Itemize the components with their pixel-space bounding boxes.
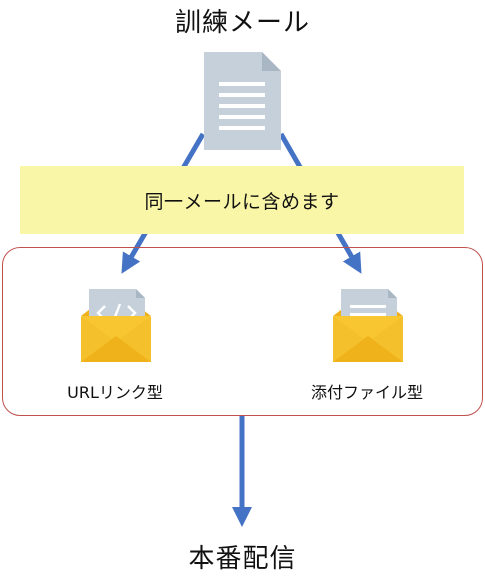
document-icon xyxy=(204,52,281,150)
bottom-title: 本番配信 xyxy=(188,544,297,574)
top-title: 訓練メール xyxy=(174,8,310,38)
attachment-type-label: 添付ファイル型 xyxy=(310,383,423,402)
same-mail-banner: 同一メールに含めます xyxy=(20,166,464,234)
envelope-document-icon xyxy=(333,289,403,362)
url-link-type-label: URLリンク型 xyxy=(67,383,163,402)
envelope-code-icon xyxy=(81,289,151,362)
variant-group-box xyxy=(2,247,483,416)
